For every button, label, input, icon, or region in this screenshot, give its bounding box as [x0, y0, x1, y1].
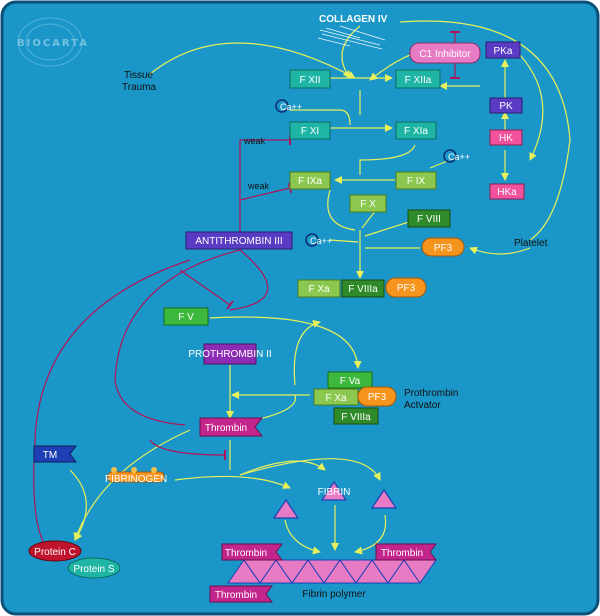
fibrin-polymer: Fibrin polymer [227, 559, 437, 600]
fxiia-label: F XIIa [405, 75, 432, 86]
tissue-trauma-label-1: Tissue [124, 70, 154, 81]
pf3-mid-label: PF3 [397, 283, 416, 294]
fviiia-2-label: F VIIIa [341, 412, 371, 423]
collagen-fibers [317, 25, 386, 50]
hk-label: HK [499, 133, 513, 144]
fx-label: F X [360, 199, 376, 210]
fviii-label: F VIII [417, 214, 441, 225]
fibrin-label: FIBRIN [318, 487, 351, 498]
node-pk[interactable]: PK [489, 97, 523, 114]
fixa-label: F IXa [298, 176, 322, 187]
ca-2-label: Ca++ [448, 152, 470, 162]
pf3-top-label: PF3 [434, 243, 453, 254]
inhibition-lines [33, 31, 460, 546]
thrombin-right-label: Thrombin [381, 548, 423, 559]
logo-text: BIOCARTA [17, 38, 89, 49]
antithrombin-label: ANTITHROMBIN III [195, 236, 282, 247]
fv-label: F V [178, 312, 194, 323]
biocarta-logo: BIOCARTA [17, 17, 89, 67]
fxa-2-label: F Xa [325, 393, 347, 404]
fibrin-polymer-label: Fibrin polymer [302, 589, 366, 600]
protein-c-label: Protein C [34, 547, 76, 558]
node-hka[interactable]: HKa [489, 183, 525, 200]
node-hk[interactable]: HK [489, 129, 523, 146]
ca-3-label: Ca++ [310, 236, 332, 246]
node-fibrin[interactable]: FIBRIN [318, 480, 351, 501]
node-protein-s[interactable]: Protein S [67, 557, 121, 579]
node-thrombin-bottom[interactable]: Thrombin [209, 585, 273, 603]
node-xa-complex-1[interactable]: F Xa F VIIIa PF3 [297, 277, 427, 298]
node-c1-inhibitor[interactable]: C1 Inhibitor [409, 42, 481, 64]
fva-label: F Va [340, 376, 361, 387]
node-prothrombin-activator[interactable]: F Va F Xa PF3 F VIIIa [313, 371, 397, 425]
thrombin-label: Thrombin [205, 423, 247, 434]
calcium-ion-1: Ca++ [275, 99, 302, 113]
node-fix[interactable]: F IX [395, 171, 437, 190]
protein-s-label: Protein S [73, 564, 114, 575]
node-protein-c[interactable]: Protein C [28, 540, 82, 562]
prothrombin-activator-label-2: Actvator [404, 400, 441, 411]
node-thrombin[interactable]: Thrombin [199, 417, 264, 437]
node-antithrombin[interactable]: ANTITHROMBIN III [185, 231, 293, 250]
node-prothrombin-ii[interactable]: PROTHROMBIN II [188, 343, 272, 365]
tm-label: TM [43, 450, 57, 461]
tissue-trauma-label-2: Trauma [122, 82, 157, 93]
node-fxii[interactable]: F XII [289, 69, 331, 89]
platelet-label: Platelet [514, 238, 548, 249]
prothrombin-ii-label: PROTHROMBIN II [188, 349, 271, 360]
node-tm[interactable]: TM [33, 445, 77, 463]
node-fviii[interactable]: F VIII [407, 209, 451, 228]
node-thrombin-left[interactable]: Thrombin [221, 543, 283, 561]
weak-label-2: weak [247, 181, 270, 191]
prothrombin-activator-label-1: Prothrombin [404, 388, 458, 399]
hka-label: HKa [497, 187, 517, 198]
fibrinogen-label: FIBRINOGEN [105, 474, 167, 485]
pk-label: PK [499, 101, 513, 112]
node-fxia[interactable]: F XIa [395, 121, 437, 140]
calcium-ion-2: Ca++ [443, 149, 470, 163]
pf3-low-label: PF3 [368, 392, 387, 403]
fibrin-monomer-right [370, 488, 398, 509]
fxii-label: F XII [299, 75, 320, 86]
fix-label: F IX [407, 176, 426, 187]
node-fxiia[interactable]: F XIIa [395, 69, 441, 89]
node-fxi[interactable]: F XI [289, 121, 331, 140]
node-pka[interactable]: PKa [485, 41, 521, 59]
node-thrombin-right[interactable]: Thrombin [375, 543, 437, 561]
fxi-label: F XI [301, 126, 319, 137]
node-fx[interactable]: F X [349, 194, 387, 213]
node-fixa[interactable]: F IXa [289, 171, 331, 190]
calcium-ion-3: Ca++ [305, 233, 332, 247]
fxa-1-label: F Xa [308, 284, 330, 295]
thrombin-left-label: Thrombin [225, 548, 267, 559]
thrombin-bottom-label: Thrombin [215, 590, 257, 601]
activation-arrows [69, 20, 571, 555]
node-pf3-top[interactable]: PF3 [421, 237, 465, 257]
fviiia-1-label: F VIIIa [348, 284, 378, 295]
node-fibrinogen[interactable]: FIBRINOGEN [105, 467, 167, 485]
pka-label: PKa [494, 46, 513, 57]
fxia-label: F XIa [404, 126, 428, 137]
c1-inhibitor-label: C1 Inhibitor [419, 49, 471, 60]
fibrin-monomer-left [272, 498, 300, 519]
weak-label-1: weak [243, 136, 266, 146]
collagen-label: COLLAGEN IV [319, 14, 388, 25]
node-fv[interactable]: F V [163, 307, 209, 326]
ca-1-label: Ca++ [280, 102, 302, 112]
